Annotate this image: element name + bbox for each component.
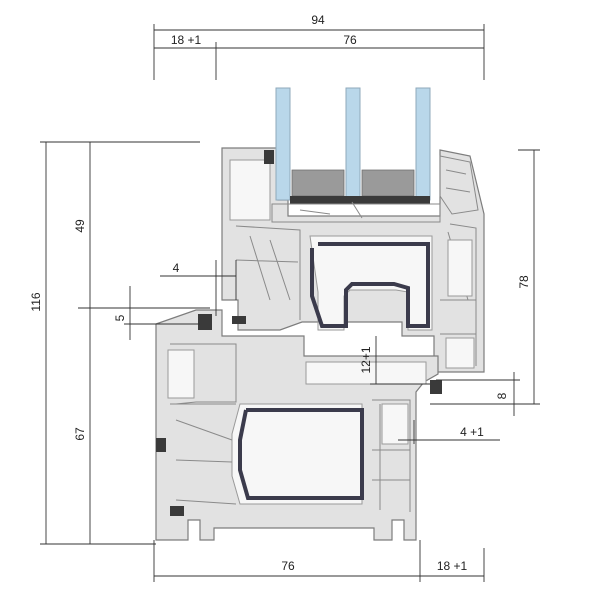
- sash-chamber-right-1: [447, 239, 473, 297]
- sash-glazing-bead: [439, 155, 479, 215]
- dim-rebate-12: 12+1: [359, 346, 373, 373]
- frame-gasket-mid: [156, 438, 166, 452]
- dim-overlap-4: 4: [173, 261, 180, 275]
- dim-left-total: 116: [29, 292, 43, 311]
- dim-right-78: 78: [517, 275, 531, 289]
- spacer-bar-2: [361, 169, 415, 197]
- glass-pane-1: [275, 87, 291, 201]
- glazing-seal: [290, 196, 430, 204]
- dim-top-right: 76: [343, 33, 357, 47]
- frame-chamber-upper: [305, 361, 427, 385]
- spacer-bar-1: [291, 169, 345, 197]
- dim-bottom-left: 76: [281, 559, 295, 573]
- frame-chamber-main: [231, 403, 363, 505]
- sash-gasket-left: [264, 150, 274, 164]
- dim-right-8: 8: [495, 392, 509, 399]
- dim-bottom-right: 18 +1: [437, 559, 468, 573]
- frame-steel-reinforcement: [238, 408, 364, 500]
- glazing-unit: [271, 87, 441, 223]
- glass-pane-3: [415, 87, 431, 201]
- dim-top-total: 94: [311, 13, 325, 27]
- sash-chamber-right-2: [445, 337, 475, 369]
- frame-chamber-left: [167, 349, 195, 399]
- frame-gasket-low: [170, 506, 184, 516]
- sash-gasket-bottom: [232, 316, 246, 324]
- dimension-labels: 94 18 +1 76 116 49 67 4 5 78 12+1 8 4 +1…: [29, 13, 531, 573]
- dim-left-lower: 67: [73, 427, 87, 441]
- dim-top-left: 18 +1: [171, 33, 202, 47]
- sash-gasket-right: [430, 380, 442, 394]
- sash-chamber-walls: [235, 223, 477, 366]
- sash-steel-reinforcement: [310, 242, 430, 328]
- dim-left-upper: 49: [73, 219, 87, 233]
- frame-gasket-top: [198, 314, 212, 330]
- sash-chamber-left-1: [229, 159, 271, 221]
- dimension-lines: [40, 24, 540, 582]
- frame-chamber-walls: [170, 343, 411, 512]
- glazing-support: [271, 201, 441, 223]
- frame-chamber-right: [381, 403, 409, 445]
- frame-profile: [155, 309, 439, 541]
- dim-right-4: 4 +1: [460, 425, 484, 439]
- glass-pane-2: [345, 87, 361, 201]
- dim-overlap-5: 5: [113, 314, 127, 321]
